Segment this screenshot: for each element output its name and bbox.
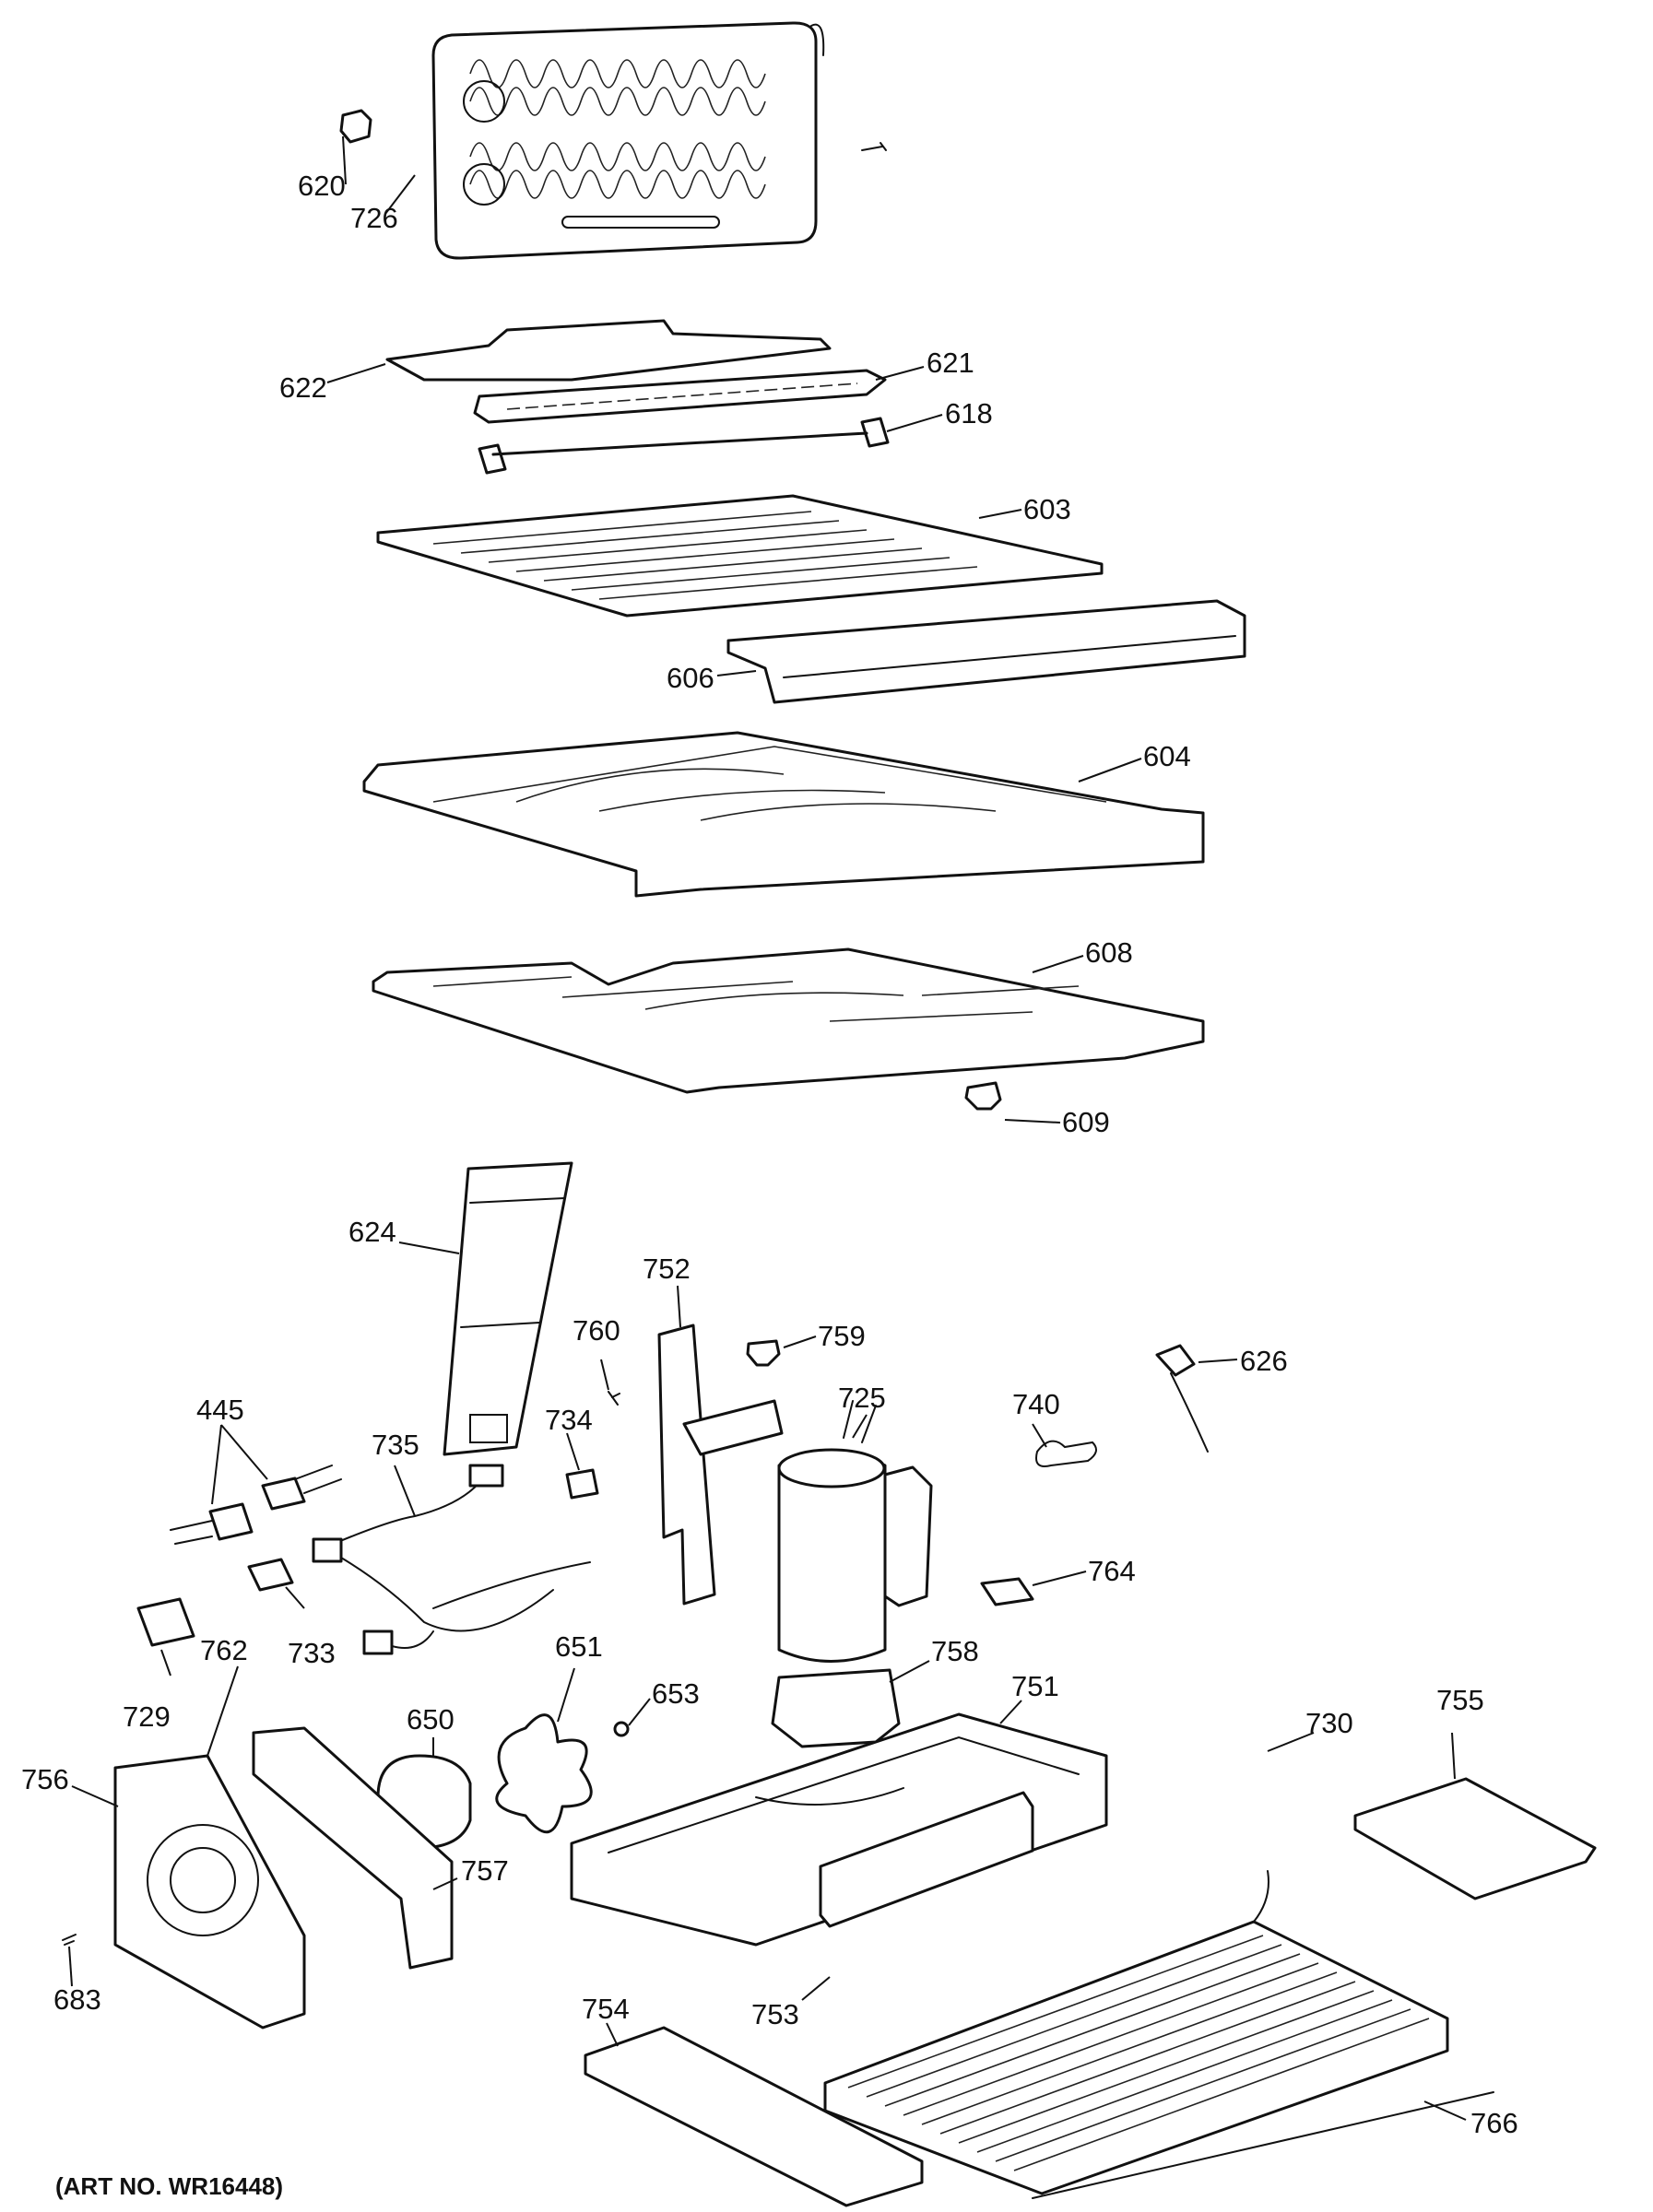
drain-pan-608 — [372, 947, 1205, 1094]
callout-762: 762 — [200, 1634, 248, 1666]
base-751 — [570, 1712, 1108, 1947]
callout-730: 730 — [1305, 1707, 1353, 1739]
shelf-603 — [376, 494, 1104, 618]
defrost-terminator-618 — [478, 417, 890, 475]
condenser-730 — [823, 1870, 1449, 2195]
callout-626: 626 — [1240, 1345, 1288, 1377]
compressor-725 — [777, 1400, 933, 1663]
callout-622: 622 — [279, 371, 327, 404]
evaporator-726 — [431, 21, 825, 260]
callout-650: 650 — [407, 1703, 455, 1735]
leader-lines — [68, 135, 1467, 2121]
screw-760 — [608, 1391, 620, 1406]
callout-760: 760 — [573, 1314, 620, 1347]
screw-683 — [62, 1934, 77, 1946]
strip-753 — [819, 1791, 1034, 1928]
callout-606: 606 — [667, 662, 714, 694]
callout-766: 766 — [1470, 2107, 1518, 2139]
callout-754: 754 — [582, 1993, 630, 2025]
callout-740: 740 — [1012, 1388, 1060, 1420]
callout-608: 608 — [1085, 936, 1133, 969]
callout-751: 751 — [1011, 1670, 1059, 1702]
nut-653 — [613, 1721, 630, 1737]
shield-622 — [385, 319, 832, 382]
callout-735: 735 — [372, 1429, 419, 1461]
callout-651: 651 — [555, 1630, 603, 1663]
callout-683: 683 — [53, 1983, 101, 2016]
callout-624: 624 — [348, 1216, 396, 1248]
capacitor-729 — [136, 1597, 195, 1647]
plate-764 — [980, 1577, 1034, 1606]
callout-653: 653 — [652, 1677, 700, 1710]
callout-445: 445 — [196, 1394, 244, 1426]
pad-755 — [1353, 1777, 1597, 1900]
air-duct-624 — [443, 1161, 573, 1456]
callout-757: 757 — [461, 1854, 509, 1887]
fan-housing-756 — [113, 1754, 306, 2030]
relay-626 — [1155, 1344, 1196, 1377]
callout-725: 725 — [838, 1382, 886, 1414]
clip-620 — [339, 109, 372, 144]
callout-756: 756 — [21, 1763, 69, 1795]
callout-604: 604 — [1143, 740, 1191, 772]
mount-758 — [771, 1668, 901, 1748]
bracket-752 — [657, 1324, 716, 1606]
connector-445a — [208, 1502, 254, 1541]
callout-618: 618 — [945, 397, 993, 429]
plug-733 — [247, 1558, 294, 1592]
callout-752: 752 — [643, 1253, 691, 1285]
terminal-734 — [565, 1468, 599, 1500]
fan-blade-651 — [495, 1713, 593, 1834]
callout-755: 755 — [1436, 1684, 1484, 1716]
grille-606 — [726, 599, 1246, 704]
grommet-609 — [964, 1081, 1002, 1111]
clip-740 — [1035, 1440, 1097, 1467]
callout-734: 734 — [545, 1404, 593, 1436]
callout-758: 758 — [931, 1635, 979, 1667]
strip-766 — [1032, 2091, 1494, 2199]
pad-754 — [584, 2026, 924, 2207]
callout-labels: 620 726 622 621 618 603 606 604 608 609 … — [21, 170, 1518, 2139]
callout-609: 609 — [1062, 1106, 1110, 1138]
connector-445b — [261, 1477, 306, 1511]
callout-729: 729 — [123, 1700, 171, 1733]
callout-726: 726 — [350, 202, 398, 234]
callout-733: 733 — [288, 1637, 336, 1669]
callout-621: 621 — [927, 347, 974, 379]
callout-753: 753 — [751, 1998, 799, 2030]
baffle-757 — [252, 1726, 454, 1970]
callout-603: 603 — [1023, 493, 1071, 525]
callout-620: 620 — [298, 170, 346, 202]
callout-759: 759 — [818, 1320, 866, 1352]
screw-top — [861, 142, 887, 151]
evaporator-cover-604 — [362, 731, 1205, 898]
grommet-759 — [746, 1339, 781, 1367]
callout-764: 764 — [1088, 1555, 1136, 1587]
harness-735 — [322, 1469, 591, 1649]
art-number: (ART NO. WR16448) — [55, 2172, 284, 2200]
